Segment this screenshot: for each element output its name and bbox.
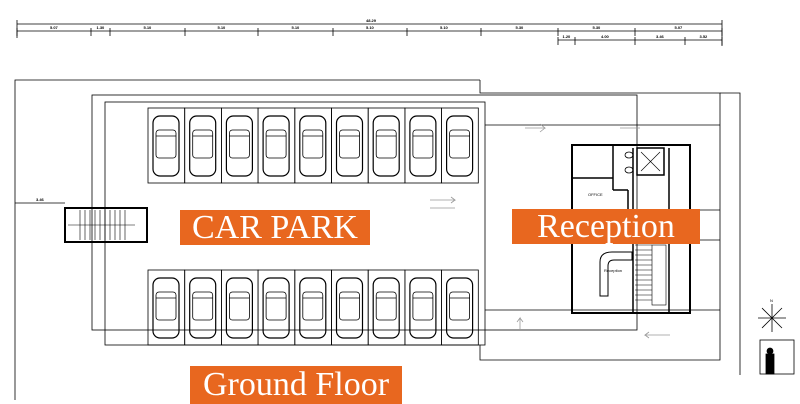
left-stair xyxy=(64,207,148,243)
parking-space xyxy=(331,269,369,346)
car-icon xyxy=(409,277,437,339)
dimension-label: 3.52 xyxy=(700,34,709,39)
north-compass xyxy=(758,304,786,332)
parking-space xyxy=(404,269,442,346)
parking-space xyxy=(441,107,479,184)
dimension-label: 5.10 xyxy=(144,25,153,30)
reception-label: Reception xyxy=(512,209,700,244)
dimension-label: 5.07 xyxy=(675,25,684,30)
car-icon xyxy=(152,277,180,339)
car-icon xyxy=(152,115,180,177)
left-offset-dimension: 3.46 xyxy=(36,197,45,202)
dimension-label: 5.10 xyxy=(292,25,301,30)
traffic-arrows xyxy=(430,123,670,339)
car-icon xyxy=(335,277,364,339)
total-dimension-label: 48.29 xyxy=(366,18,377,23)
car-icon xyxy=(225,277,253,339)
car-icon xyxy=(372,115,400,177)
car-icon xyxy=(225,115,253,177)
parking-space xyxy=(220,107,259,184)
dimension-label: 5.10 xyxy=(440,25,449,30)
dimension-label: 1.20 xyxy=(563,34,572,39)
dimension-label: 5.30 xyxy=(516,25,525,30)
parking-space xyxy=(257,107,296,184)
parking-space xyxy=(147,269,186,346)
parking-space xyxy=(147,107,186,184)
parking-space xyxy=(404,107,442,184)
car-icon xyxy=(299,277,327,339)
parking-space xyxy=(367,107,406,184)
parking-space xyxy=(220,269,259,346)
car-icon xyxy=(262,277,290,339)
car-icon xyxy=(262,115,290,177)
dimension-label: 3.46 xyxy=(656,34,665,39)
dimension-label: 5.30 xyxy=(593,25,602,30)
parking-space xyxy=(331,107,369,184)
dimension-label: 5.10 xyxy=(366,25,375,30)
reception-desk-label: Reception xyxy=(604,268,622,273)
car-icon xyxy=(446,115,474,177)
car-icon xyxy=(409,115,437,177)
dimension-lines xyxy=(16,20,723,46)
north-label: N xyxy=(770,298,773,303)
car-park-label: CAR PARK xyxy=(180,210,370,245)
car-icon xyxy=(189,115,217,177)
parking-space xyxy=(441,269,479,346)
car-icon xyxy=(446,277,474,339)
human-scale-figure xyxy=(759,339,795,375)
car-icon xyxy=(335,115,364,177)
dimension-label: 4.00 xyxy=(601,34,610,39)
car-icon xyxy=(299,115,327,177)
car-icon xyxy=(189,277,217,339)
dimension-label: 5.10 xyxy=(218,25,227,30)
parking-space xyxy=(184,269,222,346)
parking-space xyxy=(184,107,222,184)
parking-space xyxy=(294,269,332,346)
dimension-label: 1.30 xyxy=(97,25,106,30)
parking-space xyxy=(257,269,296,346)
car-icon xyxy=(372,277,400,339)
parking-space xyxy=(367,269,406,346)
dimension-label: 5.07 xyxy=(50,25,59,30)
parking-space xyxy=(294,107,332,184)
ground-floor-label: Ground Floor xyxy=(190,366,402,404)
office-label: OFFICE xyxy=(588,192,603,197)
